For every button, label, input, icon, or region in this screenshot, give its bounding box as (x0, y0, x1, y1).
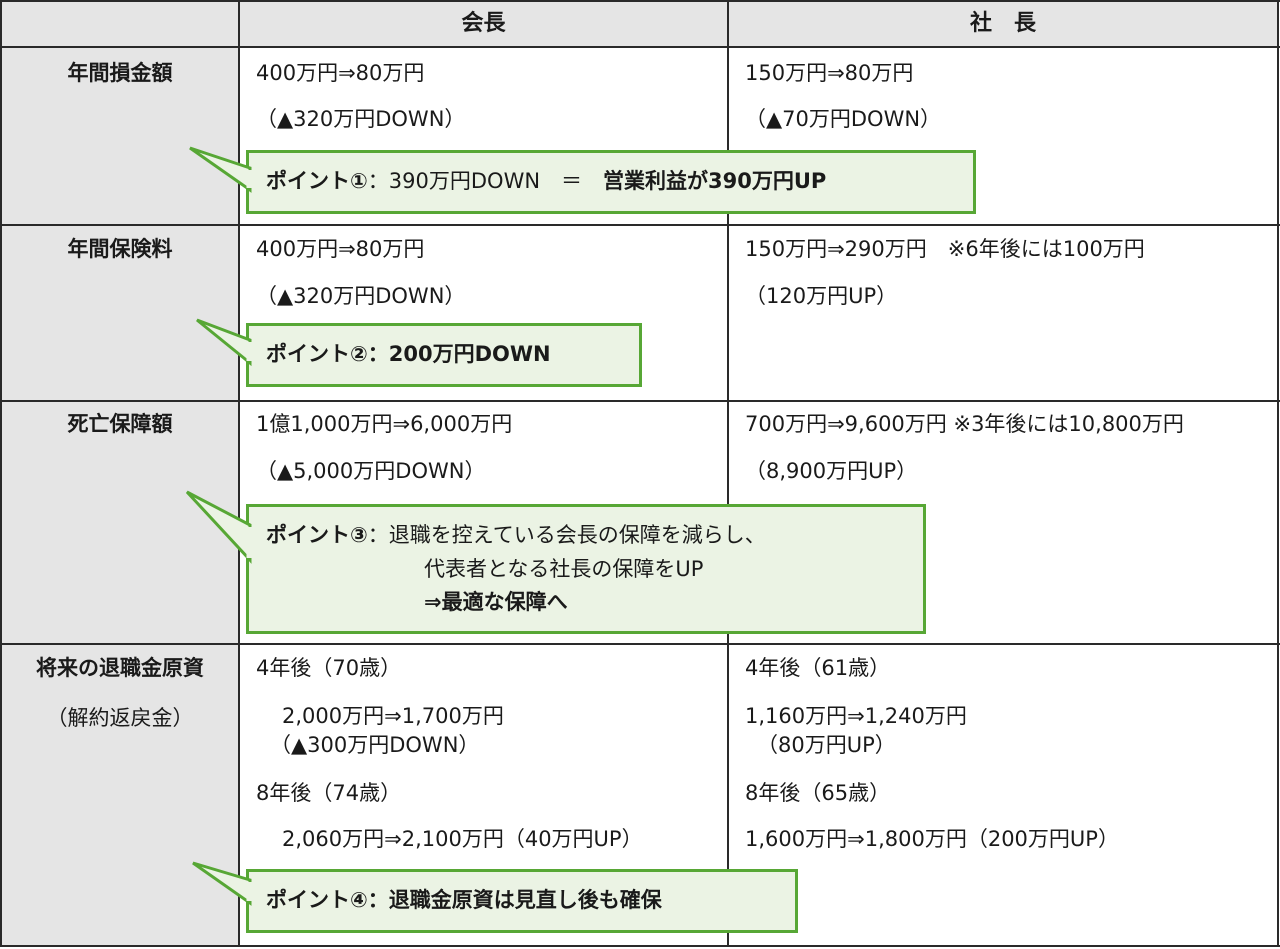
retire-president-a3: （80万円UP） (757, 733, 896, 757)
retire-president-b1: 8年後（65歳） (745, 781, 891, 805)
retire-president-a1: 4年後（61歳） (745, 656, 891, 680)
grid-top (0, 0, 1280, 2)
callout-tail-3 (185, 490, 252, 564)
loss-chairman-line2: （▲320万円DOWN） (256, 107, 466, 131)
grid-row-2 (0, 400, 1280, 402)
row-label-loss: 年間損金額 (67, 61, 173, 85)
grid-row-3 (0, 643, 1280, 645)
grid-right (1277, 0, 1279, 947)
point-1-head: ポイント① (266, 169, 368, 193)
retire-president-a2: 1,160万円⇒1,240万円 (745, 704, 967, 728)
premium-chairman-line1: 400万円⇒80万円 (256, 237, 425, 261)
header-chairman: 会長 (461, 11, 506, 36)
premium-chairman-line2: （▲320万円DOWN） (256, 284, 466, 308)
premium-president-line1: 150万円⇒290万円 ※6年後には100万円 (745, 237, 1145, 261)
retire-chairman-b2: 2,060万円⇒2,100万円（40万円UP） (282, 827, 643, 851)
grid-left (0, 0, 2, 947)
row-label-death: 死亡保障額 (67, 412, 173, 436)
header-row-bg (1, 1, 1278, 47)
death-president-line2: （8,900万円UP） (745, 459, 918, 483)
callout-tail-2 (196, 318, 252, 367)
point-3-line2: 代表者となる社長の保障をUP (424, 557, 704, 581)
row-label-premium: 年間保険料 (67, 237, 173, 261)
point-4-text: ポイント④：退職金原資は見直し後も確保 (266, 888, 662, 912)
loss-president-line1: 150万円⇒80万円 (745, 61, 914, 85)
callout-point-2 (246, 323, 642, 387)
point-1-text: ポイント①：390万円DOWN ＝ 営業利益が390万円UP (266, 168, 826, 194)
retire-chairman-b1: 8年後（74歳） (256, 781, 402, 805)
retire-chairman-a2: 2,000万円⇒1,700万円 (282, 704, 504, 728)
point-3-line3: ⇒最適な保障へ (424, 590, 568, 614)
point-2-text: ポイント②：200万円DOWN (266, 342, 551, 366)
loss-president-line2: （▲70万円DOWN） (745, 107, 942, 131)
point-1-tail: 営業利益が390万円UP (603, 169, 827, 193)
row-sublabel-retire: （解約返戻金） (46, 706, 194, 730)
point-3-text: ポイント③：退職を控えている会長の保障を減らし、 (266, 522, 766, 548)
death-chairman-line2: （▲5,000万円DOWN） (256, 459, 486, 483)
retire-chairman-a1: 4年後（70歳） (256, 656, 402, 680)
premium-president-line2: （120万円UP） (745, 284, 898, 308)
point-1-mid: ：390万円DOWN ＝ (367, 169, 604, 193)
retire-chairman-a3: （▲300万円DOWN） (270, 733, 480, 757)
header-president: 社 長 (969, 11, 1036, 36)
grid-bottom (0, 945, 1280, 947)
point-3-head: ポイント③ (266, 523, 368, 547)
callout-tail-1 (189, 146, 252, 193)
death-president-line1: 700万円⇒9,600万円 ※3年後には10,800万円 (745, 412, 1184, 436)
row-label-retire: 将来の退職金原資 (36, 656, 204, 680)
grid-col-1 (238, 0, 240, 947)
loss-chairman-line1: 400万円⇒80万円 (256, 61, 425, 85)
point-3-line1: ：退職を控えている会長の保障を減らし、 (367, 523, 766, 547)
callout-point-3 (246, 504, 926, 634)
retire-president-b2: 1,600万円⇒1,800万円（200万円UP） (745, 827, 1119, 851)
callout-point-4 (246, 869, 798, 933)
grid-row-header (0, 46, 1280, 48)
grid-row-1 (0, 224, 1280, 226)
callout-point-1 (246, 150, 976, 214)
grid-col-2 (727, 0, 729, 947)
callout-tail-4 (192, 861, 252, 906)
death-chairman-line1: 1億1,000万円⇒6,000万円 (256, 412, 513, 436)
